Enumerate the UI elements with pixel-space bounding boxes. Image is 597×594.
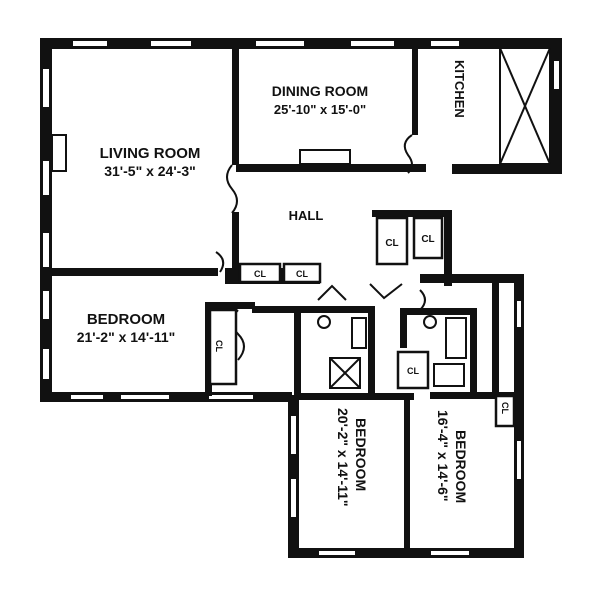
closet-label: CL [214,340,224,352]
kitchen-name: KITCHEN [452,60,467,118]
room-labels: LIVING ROOM 31'-5" x 24'-3" DINING ROOM … [77,60,469,507]
bedroom2-dims: 20'-2" x 14'-11" [335,408,351,507]
living-room-name: LIVING ROOM [100,145,201,162]
windows [41,39,561,557]
bathroom-fixtures [317,315,467,389]
hall-closet-1 [375,216,409,266]
interior-walls [48,45,516,551]
bedroom3-name: BEDROOM [453,430,469,503]
closet-label: CL [407,366,419,376]
bedroom3-dims: 16'-4" x 14'-6" [435,410,451,502]
dining-room-name: DINING ROOM [272,83,368,99]
hall-closet-2 [412,216,444,260]
kitchen-counter [499,47,551,165]
fireplace [51,134,351,172]
bedroom2-name: BEDROOM [353,418,369,491]
bedroom1-dims: 21'-2" x 14'-11" [77,329,176,345]
closets [208,216,516,428]
bedroom1-closet [208,308,238,386]
bedroom1-name: BEDROOM [87,311,165,328]
hall-name: HALL [289,208,324,223]
corridor-closet-2 [282,262,322,284]
closet-label: CL [385,238,398,249]
dining-room-dims: 25'-10" x 15'-0" [274,102,366,117]
closet-label: CL [421,234,434,245]
bedroom3-closet [396,350,430,390]
closet-label: CL [296,269,308,279]
closet-label: CL [254,269,266,279]
closet-label: CL [500,402,510,414]
bedroom3-closet-2 [494,394,516,428]
corridor-closet-1 [238,262,282,284]
living-room-dims: 31'-5" x 24'-3" [104,163,196,179]
closet-labels: CL CL CL CL CL CL CL [214,234,510,414]
